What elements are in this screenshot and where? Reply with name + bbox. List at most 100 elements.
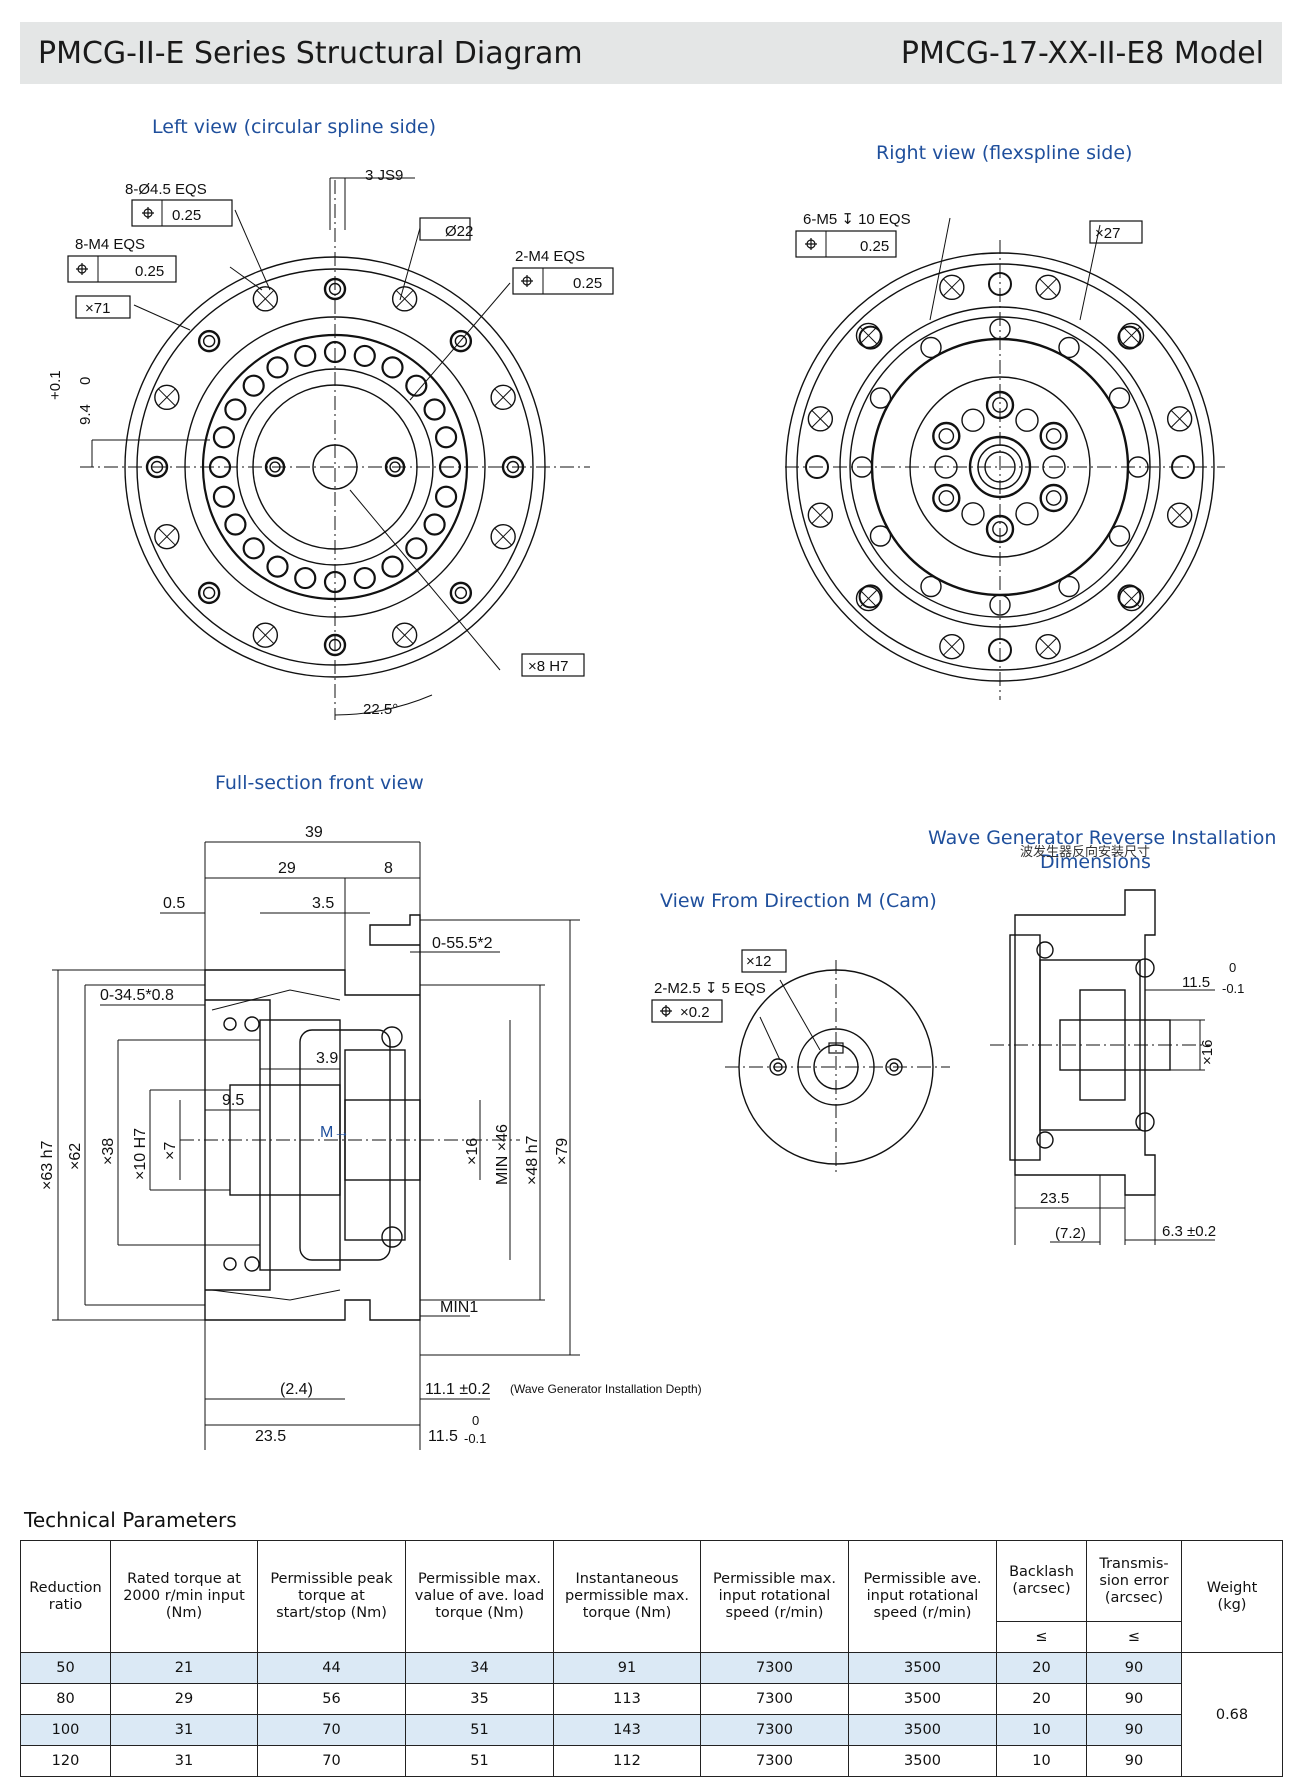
right-view-drawing: 6-M5 ↧ 10 EQS 0.25 ×27 [785,211,1225,700]
fv-l8: 8 [384,860,393,877]
lv-m4-tol: 0.25 [135,263,164,280]
fv-d38: ×38 [100,1138,117,1165]
table-cell: 80 [20,1683,111,1715]
table-cell: 51 [405,1714,554,1746]
wg-label-cn: 波发生器反向安装尺寸 [1020,845,1151,860]
rv-m5-label: 6-M5 ↧ 10 EQS [803,211,911,228]
fv-d7: ×7 [162,1142,179,1160]
table-cell: 70 [257,1745,406,1777]
page-header: PMCG-II-E Series Structural Diagram PMCG… [20,22,1282,84]
series-title: PMCG-II-E Series Structural Diagram [38,35,583,71]
drawings: 8-Ø4.5 EQS 0.25 3 JS9 Ø22 8-M4 EQS 0.25 … [39,167,1244,1450]
table-cell: 31 [110,1745,258,1777]
table-cell: 7300 [700,1652,849,1684]
cam-d12: ×12 [746,953,771,970]
fv-c555: 0-55.5*2 [432,935,493,952]
table-cell: 51 [405,1745,554,1777]
table-cell: 90 [1086,1683,1182,1715]
wg-l235: 23.5 [1040,1190,1069,1207]
fv-d48: ×48 h7 [524,1136,541,1185]
table-cell: 29 [110,1683,258,1715]
front-view-label: Full-section front view [215,772,424,794]
fv-l24: (2.4) [280,1381,313,1398]
fv-tu: 0 [472,1413,479,1428]
left-view-drawing: 8-Ø4.5 EQS 0.25 3 JS9 Ø22 8-M4 EQS 0.25 … [47,167,614,720]
fv-l05: 0.5 [163,895,185,912]
fv-l111: 11.1 ±0.2 [425,1381,491,1398]
lv-d22-label: Ø22 [445,223,473,240]
table-cell: 90 [1086,1745,1182,1777]
fv-l95: 9.5 [222,1092,244,1109]
fv-m-arrow: M→ [320,1124,349,1141]
fv-d10: ×10 H7 [132,1128,149,1180]
wg-l115: 11.5 [1182,974,1210,991]
rv-m5-tol: 0.25 [860,238,889,255]
lv-d8h7: ×8 H7 [528,658,568,675]
table-cell: 21 [110,1652,258,1684]
wave-generator-drawing: 11.5 0 -0.1 ×16 23.5 (7.2) 6.3 ±0.2 [990,889,1244,1245]
table-header-cell: Transmis-sion error(arcsec) [1086,1540,1182,1622]
table-cell: 35 [405,1683,554,1715]
table-cell: 10 [996,1745,1087,1777]
wg-l72: (7.2) [1055,1225,1086,1242]
fv-min46: MIN ×46 [494,1124,511,1185]
left-view-label: Left view (circular spline side) [152,116,436,138]
table-le-cell: ≤ [996,1621,1087,1653]
wg-l63: 6.3 ±0.2 [1162,1223,1216,1240]
wg-label-line1: Wave Generator Reverse Installation [928,827,1277,849]
table-cell: 3500 [848,1745,997,1777]
lv-m4-2-label: 2-M4 EQS [515,248,585,265]
table-cell: 7300 [700,1745,849,1777]
fv-d62: ×62 [67,1143,84,1170]
fv-d16: ×16 [464,1138,481,1165]
table-cell: 50 [20,1652,111,1684]
fv-d63: ×63 h7 [39,1141,56,1190]
fv-d79: ×79 [554,1138,571,1165]
rv-d27: ×27 [1095,225,1120,242]
table-cell: 91 [553,1652,701,1684]
weight-cell: 0.68 [1181,1652,1283,1777]
fv-min1: MIN1 [440,1299,478,1316]
lv-h94: 9.4 [77,404,94,425]
table-cell: 90 [1086,1714,1182,1746]
table-cell: 20 [996,1652,1087,1684]
table-cell: 3500 [848,1714,997,1746]
fv-l235: 23.5 [255,1428,286,1445]
fv-l39: 39 [305,824,323,841]
lv-m4b-tol: 0.25 [573,275,602,292]
lv-angle: 22.5° [363,701,398,718]
fv-c345: 0-34.5*0.8 [100,987,174,1004]
fv-l29: 29 [278,860,296,877]
lv-slot-label: 3 JS9 [365,167,403,184]
fv-l35: 3.5 [312,895,334,912]
table-header-cell: Backlash(arcsec) [996,1540,1087,1622]
fv-tl: -0.1 [464,1431,486,1446]
front-section-drawing: 39 29 8 0.5 3.5 0-55.5*2 0-34.5*0.8 3.9 … [39,824,702,1450]
table-cell: 3500 [848,1683,997,1715]
lv-tol-top: +0.1 [47,370,64,400]
table-le-cell: ≤ [1086,1621,1182,1653]
right-view-label: Right view (flexspline side) [876,142,1133,164]
fv-wg-depth: (Wave Generator Installation Depth) [510,1382,702,1396]
model-title: PMCG-17-XX-II-E8 Model [900,35,1264,71]
table-cell: 44 [257,1652,406,1684]
table-header-cell: Weight(kg) [1181,1540,1283,1653]
table-cell: 143 [553,1714,701,1746]
table-cell: 112 [553,1745,701,1777]
tech-params-title: Technical Parameters [24,1508,237,1532]
wg-label-line2: Dimensions [1040,851,1151,873]
lv-d71-label: ×71 [85,300,110,317]
cam-tol: ×0.2 [680,1004,710,1021]
cam-m25: 2-M2.5 ↧ 5 EQS [654,980,766,997]
